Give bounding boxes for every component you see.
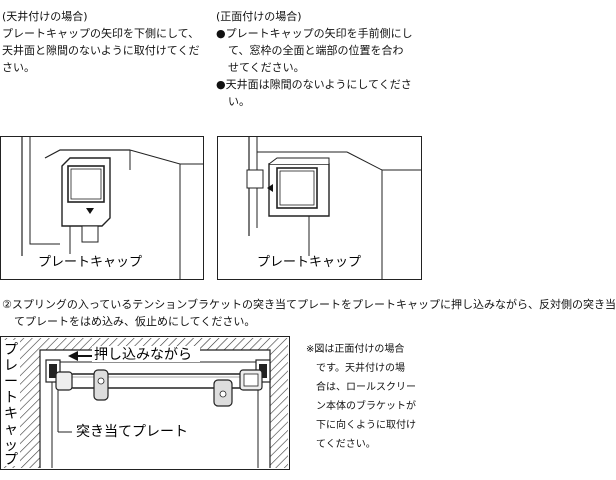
ceiling-heading: (天井付けの場合): [2, 10, 88, 23]
ceiling-line-1: プレートキャップの矢印を下側にして、: [2, 27, 200, 40]
note-line-2: です。天井付けの場: [316, 363, 405, 374]
note-line-3: 合は、ロールスクリー: [316, 382, 416, 393]
svg-text:ト: ト: [4, 390, 18, 406]
bracket-left: [93, 369, 109, 401]
push-arrow-icon: [68, 351, 78, 361]
step2-section: ②スプリングの入っているテンションブラケットの突き当てプレートをプレートキャップ…: [2, 296, 616, 330]
note-line-4: ン本体のブラケットが: [316, 401, 416, 412]
front-bullet1-line-3: せてください。: [228, 61, 305, 74]
plate-label: 突き当てプレート: [76, 424, 188, 440]
vertical-label: プ レ ー ト キ ャ ッ プ: [4, 342, 18, 468]
arrow-down-icon: [86, 208, 94, 214]
note-line-5: 下に向くように取付け: [316, 420, 416, 431]
svg-text:ッ: ッ: [4, 438, 18, 454]
note-section: ※図は正面付けの場合 です。天井付けの場 合は、ロールスクリー ン本体のブラケッ…: [306, 340, 416, 454]
note-line-6: てください。: [316, 439, 376, 450]
front-mount-figure: プレートキャップ: [217, 136, 422, 280]
front-bullet1-line-1: ●プレートキャップの矢印を手前側にし: [216, 27, 413, 40]
ceiling-line-2: 天井面と隙間のないように取付けてくだ: [2, 44, 200, 57]
ceiling-line-3: さい。: [2, 61, 35, 74]
ceiling-figure-label: プレートキャップ: [38, 255, 142, 270]
front-section: (正面付けの場合) ●プレートキャップの矢印を手前側にし て、窓枠の全面と端部の…: [216, 8, 413, 110]
front-heading: (正面付けの場合): [216, 10, 302, 23]
svg-text:キ: キ: [4, 406, 18, 422]
front-bullet2-line-1: ●天井面は隙間のないようにしてくださ: [216, 78, 412, 91]
ceiling-section: (天井付けの場合) プレートキャップの矢印を下側にして、 天井面と隙間のないよう…: [2, 8, 199, 76]
arrow-left-icon: [267, 184, 273, 192]
push-label: 押し込みながら: [94, 347, 192, 363]
svg-text:プ: プ: [4, 452, 18, 468]
right-wall-hatch: [270, 350, 288, 468]
svg-text:ャ: ャ: [4, 422, 18, 438]
svg-text:ー: ー: [4, 374, 18, 390]
ceiling-mount-figure: プレートキャップ: [0, 136, 204, 280]
svg-text:レ: レ: [4, 358, 18, 374]
step2-line-1: ②スプリングの入っているテンションブラケットの突き当てプレートをプレートキャップ…: [2, 298, 616, 311]
front-bullet2-line-2: い。: [228, 95, 250, 108]
front-figure-label: プレートキャップ: [257, 255, 361, 270]
front-bullet1-line-2: て、窓枠の全面と端部の位置を合わ: [228, 44, 404, 57]
tension-bracket-figure: プ レ ー ト キ ャ ッ プ 押し込みながら 突き当てプレート: [0, 336, 290, 470]
step2-line-2: てプレートをはめ込み、仮止めにしてください。: [14, 315, 256, 328]
note-line-1: ※図は正面付けの場合: [306, 344, 405, 355]
svg-text:プ: プ: [4, 342, 18, 358]
